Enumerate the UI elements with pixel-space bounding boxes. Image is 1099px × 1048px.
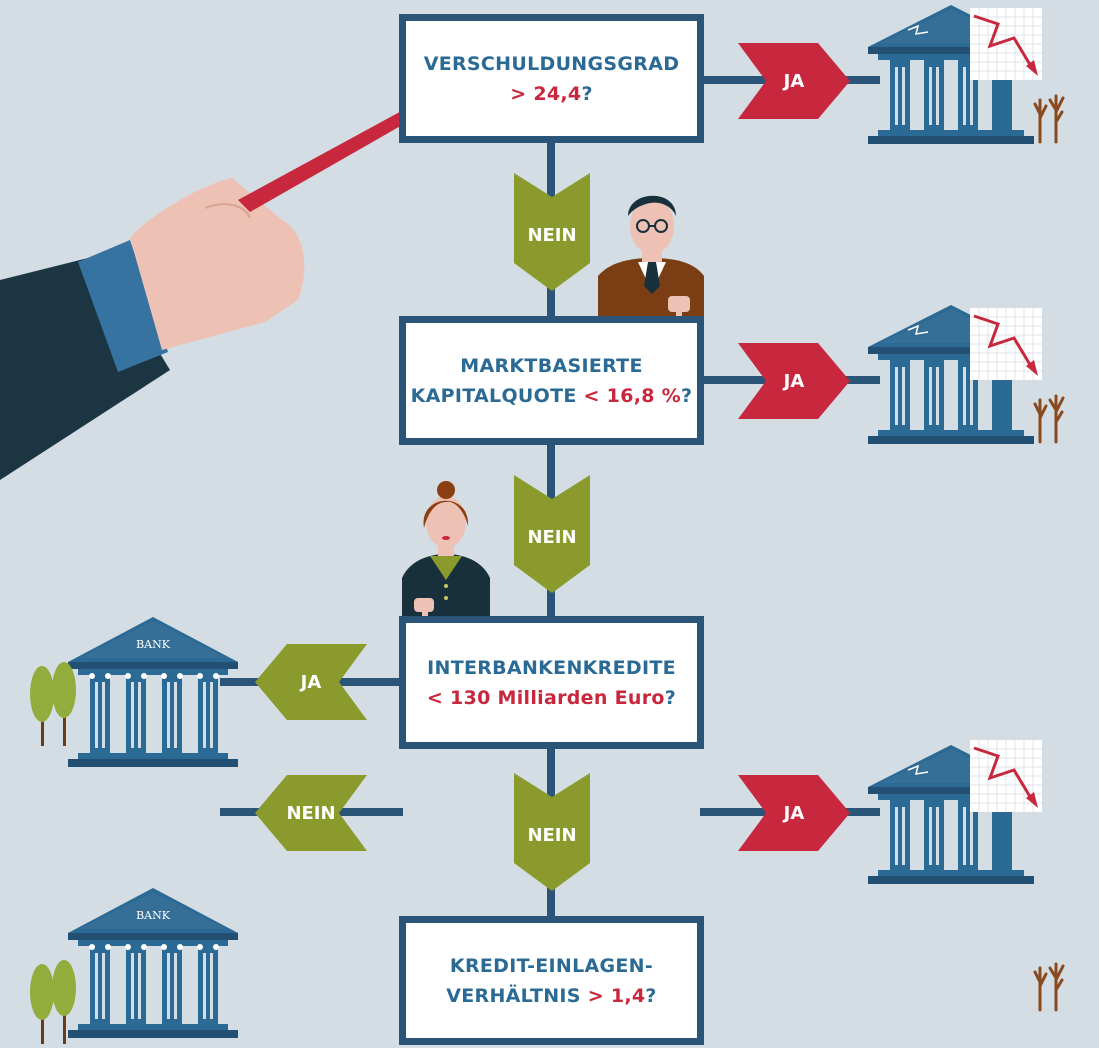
question-line2: > 24,4?: [510, 82, 593, 105]
question-line2: VERHÄLTNIS > 1,4?: [446, 984, 657, 1007]
threshold-value: < 130 Milliarden Euro: [426, 686, 665, 709]
no-arrow-down: NEIN: [514, 475, 590, 593]
falling-chart-icon: [968, 6, 1044, 82]
threshold-value: > 24,4: [510, 82, 582, 105]
man-thumbs-down-illustration: [598, 195, 704, 322]
yes-arrow-red: JA: [738, 775, 850, 851]
no-arrow-green: NEIN: [255, 775, 367, 851]
bank-sign: BANK: [136, 638, 171, 651]
threshold-value: < 16,8 %: [583, 384, 682, 407]
question-box-capital-ratio: MARKTBASIERTE KAPITALQUOTE < 16,8 %?: [399, 316, 704, 445]
question-line2: KAPITALQUOTE < 16,8 %?: [410, 384, 693, 407]
falling-chart-icon: [968, 306, 1044, 382]
dead-trees-icon: [1033, 94, 1065, 144]
question-line1: VERSCHULDUNGSGRAD: [423, 52, 680, 75]
bank-sign: BANK: [136, 909, 171, 922]
question-line1: KREDIT-EINLAGEN-: [449, 954, 654, 977]
pointing-hand-illustration: [0, 90, 446, 480]
question-box-leverage: VERSCHULDUNGSGRAD > 24,4?: [399, 14, 704, 143]
question-line1: INTERBANKENKREDITE: [427, 656, 676, 679]
no-arrow-down: NEIN: [514, 773, 590, 891]
question-box-loan-deposit-ratio: KREDIT-EINLAGEN- VERHÄLTNIS > 1,4?: [399, 916, 704, 1045]
no-arrow-down: NEIN: [514, 173, 590, 291]
yes-arrow-red: JA: [738, 43, 850, 119]
woman-thumbs-down-illustration: [402, 481, 490, 622]
dead-trees-icon: [1033, 962, 1065, 1012]
question-line2: < 130 Milliarden Euro?: [426, 686, 677, 709]
yes-arrow-red: JA: [738, 343, 850, 419]
question-line1: MARKTBASIERTE: [460, 354, 643, 377]
question-box-interbank-loans: INTERBANKENKREDITE < 130 Milliarden Euro…: [399, 616, 704, 749]
yes-arrow-green: JA: [255, 644, 367, 720]
falling-chart-icon: [968, 738, 1044, 814]
threshold-value: > 1,4: [587, 984, 646, 1007]
green-trees-icon: [30, 662, 76, 746]
dead-trees-icon: [1033, 394, 1065, 444]
